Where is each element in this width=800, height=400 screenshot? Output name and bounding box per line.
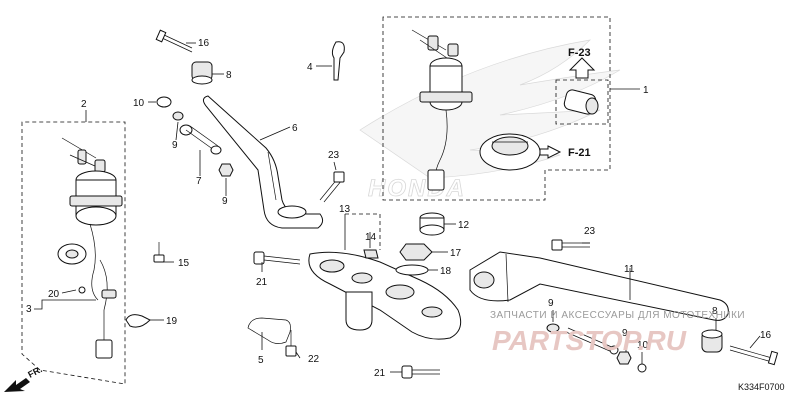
callout-4: 4 — [307, 62, 313, 73]
group-box-1 — [382, 16, 611, 201]
shop-watermark: ЗАПЧАСТИ И АКСЕССУАРЫ ДЛЯ МОТОТЕХНИКИ PA… — [490, 310, 745, 356]
callout-12: 12 — [458, 220, 470, 231]
callout-20: 20 — [48, 289, 60, 300]
ref-f23: F-23 — [568, 47, 591, 59]
cap-12 — [419, 212, 445, 236]
callout-7: 7 — [196, 176, 202, 187]
bracket-5 — [247, 317, 291, 344]
callout-11: 11 — [624, 264, 635, 275]
f21-arrow — [539, 145, 562, 159]
collar-10 — [156, 96, 172, 108]
bolt-23-right — [551, 239, 590, 251]
washer-9-c — [546, 323, 560, 333]
callout-18: 18 — [440, 266, 452, 277]
bolt-21-lower — [401, 365, 440, 379]
bolt-21-upper — [253, 251, 301, 265]
front-label: FR. — [26, 364, 43, 380]
callout-17: 17 — [450, 248, 462, 259]
ref-f21: F-21 — [568, 147, 591, 159]
f23-arrow — [568, 57, 596, 79]
callout-5: 5 — [258, 355, 264, 366]
callout-6: 6 — [292, 123, 298, 134]
front-direction-arrow: FR. — [4, 364, 44, 392]
honda-wing-logo: HONDA — [359, 39, 621, 202]
group-box-13 — [345, 213, 381, 250]
callout-10-right: 10 — [637, 340, 649, 351]
screw-15 — [153, 242, 165, 263]
top-bridge-13 — [308, 251, 462, 340]
callout-21-upper: 21 — [256, 277, 268, 288]
callout-19: 19 — [166, 316, 178, 327]
clip-19 — [125, 314, 151, 328]
diagram-code: K334F0700 — [738, 382, 785, 392]
bolt-23-left — [319, 171, 345, 203]
callout-9-b: 9 — [222, 196, 228, 207]
weight-8-right — [701, 329, 723, 353]
callout-8-right: 8 — [712, 306, 718, 317]
callout-10: 10 — [133, 98, 145, 109]
ignition-switch-assembly-1 — [411, 29, 599, 191]
callout-3: 3 — [26, 304, 32, 315]
callout-23-left: 23 — [328, 150, 340, 161]
nut-9-b — [218, 163, 234, 177]
handlebar-11 — [469, 251, 729, 321]
honda-logo-text: HONDA — [368, 175, 466, 202]
pin-7 — [179, 124, 222, 155]
washer-18 — [395, 264, 429, 276]
ignition-switch-left — [57, 137, 123, 359]
callout-23-right: 23 — [584, 226, 596, 237]
callout-13: 13 — [339, 204, 351, 215]
callout-1: 1 — [643, 85, 649, 96]
callout-9-c: 9 — [548, 298, 554, 309]
bolt-16-right — [729, 345, 779, 366]
callout-16-top: 16 — [198, 38, 210, 49]
callout-22: 22 — [308, 354, 320, 365]
collar-10-right — [637, 363, 647, 373]
key-4 — [331, 41, 345, 81]
callout-labels: 16 8 6 4 10 9 7 9 2 1 23 15 19 3 20 13 1… — [26, 38, 772, 379]
callout-21-lower: 21 — [374, 368, 386, 379]
leader-lines — [34, 42, 761, 373]
callout-16-right: 16 — [760, 330, 772, 341]
callout-14: 14 — [365, 232, 377, 243]
handlebar-6 — [202, 95, 324, 229]
nut-9-d — [616, 351, 632, 365]
callout-9-d: 9 — [622, 328, 628, 339]
plate-14 — [363, 249, 379, 259]
pin-right — [565, 327, 619, 355]
watermark-tagline: ЗАПЧАСТИ И АКСЕССУАРЫ ДЛЯ МОТОТЕХНИКИ — [490, 310, 745, 321]
watermark-brand: PARTSTOP.RU — [492, 325, 687, 356]
callout-8-top: 8 — [226, 70, 232, 81]
callout-2: 2 — [81, 99, 87, 110]
nut-17 — [399, 243, 433, 261]
weight-8-top — [191, 61, 213, 85]
callout-15: 15 — [178, 258, 190, 269]
bolt-16-top — [155, 29, 193, 53]
screw-22 — [285, 330, 297, 357]
callout-9-a: 9 — [172, 140, 178, 151]
f23-box — [555, 79, 609, 125]
washer-9-a — [172, 111, 184, 121]
